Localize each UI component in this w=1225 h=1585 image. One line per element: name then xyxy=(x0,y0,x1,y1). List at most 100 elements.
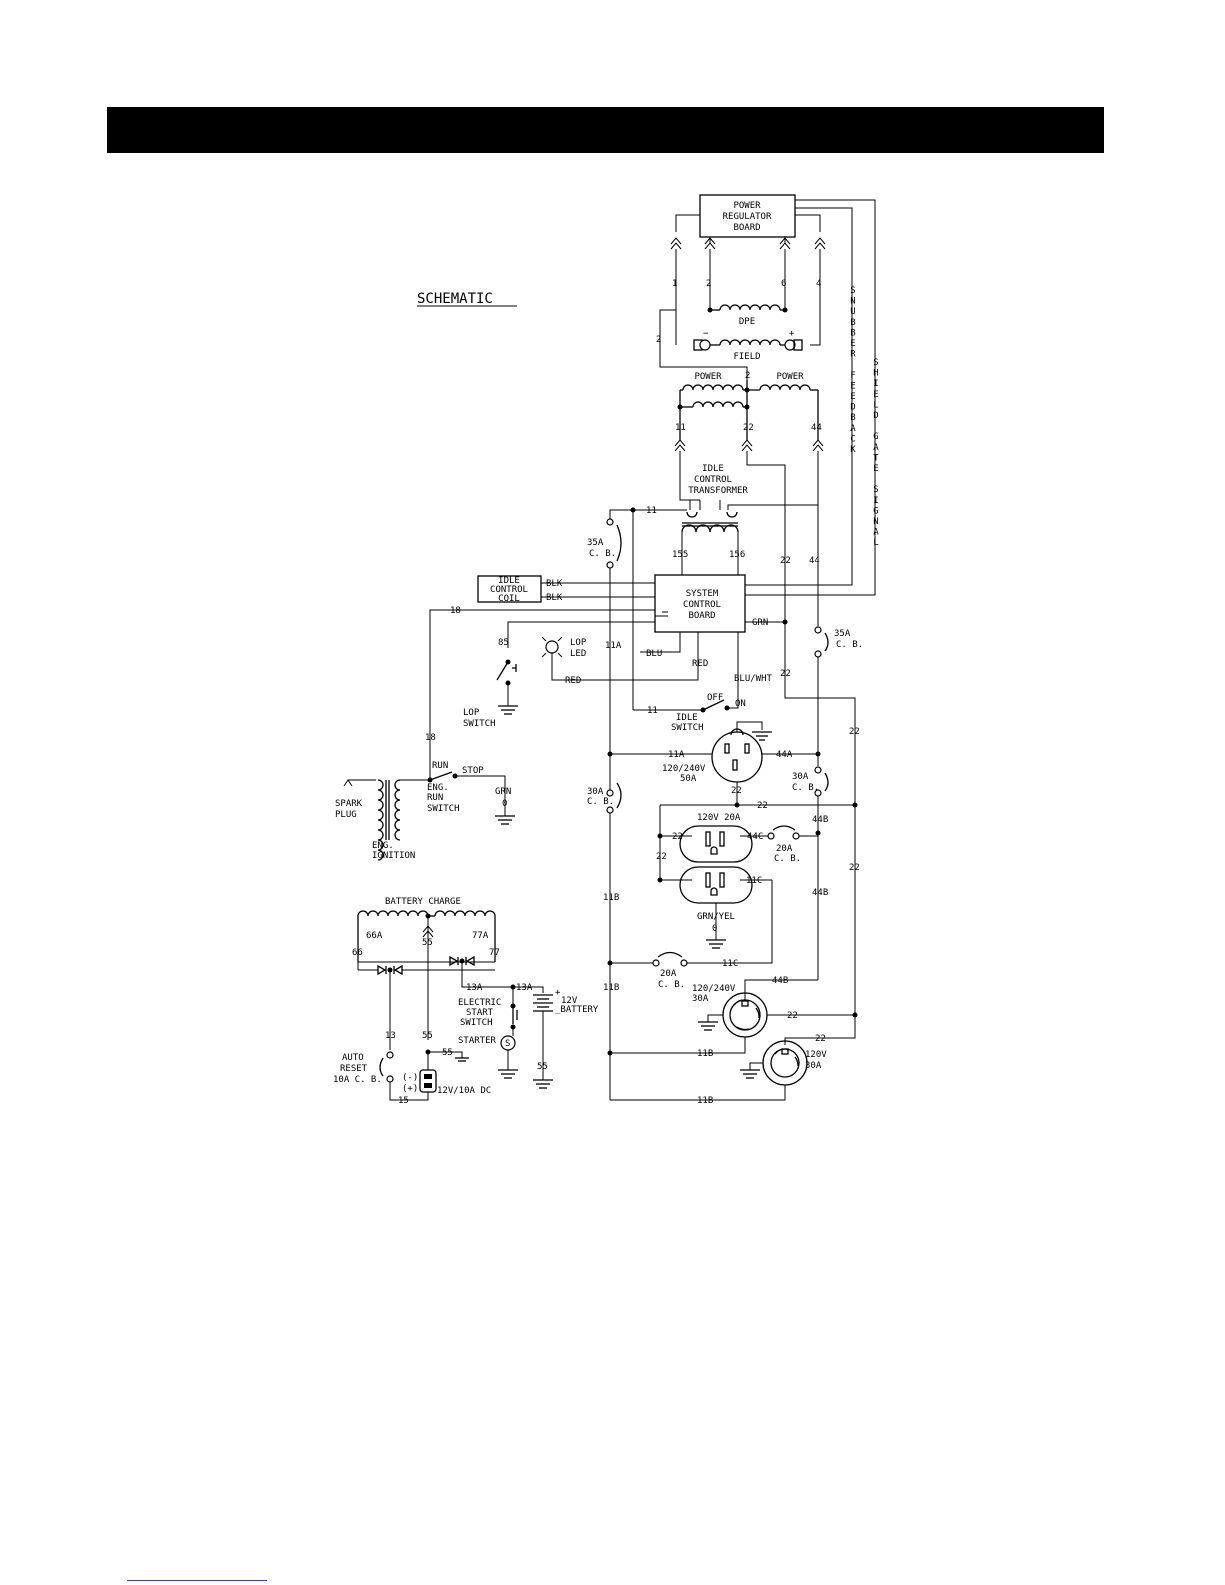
svg-text:BATTERY CHARGE: BATTERY CHARGE xyxy=(385,897,461,907)
svg-text:66A: 66A xyxy=(366,931,383,941)
svg-text:22: 22 xyxy=(731,786,742,796)
svg-text:13: 13 xyxy=(385,1031,396,1041)
circuit-breaker-30a-left xyxy=(606,782,622,814)
svg-text:30A: 30A xyxy=(805,1061,822,1071)
vertical-label-letter: L xyxy=(873,400,878,410)
svg-text:POWER: POWER xyxy=(733,201,761,211)
svg-text:11A: 11A xyxy=(605,641,622,651)
svg-text:CONTROL: CONTROL xyxy=(683,600,721,610)
svg-text:22: 22 xyxy=(849,727,860,737)
svg-text:OFF: OFF xyxy=(707,693,723,703)
dpe-coil xyxy=(707,304,788,313)
svg-text:C. B.: C. B. xyxy=(589,549,616,559)
svg-text:STARTER: STARTER xyxy=(458,1036,497,1046)
circuit-breaker-35a-left xyxy=(606,518,622,569)
svg-text:120/240V: 120/240V xyxy=(662,764,706,774)
receptacle-120-240v-50a xyxy=(711,721,772,783)
svg-text:22: 22 xyxy=(849,863,860,873)
svg-text:85: 85 xyxy=(498,638,509,648)
vertical-label-letter: I xyxy=(873,379,878,389)
svg-text:GRN: GRN xyxy=(752,618,768,628)
vertical-label-letter: T xyxy=(873,453,879,463)
svg-text:START: START xyxy=(466,1008,494,1018)
vertical-label-letter: B xyxy=(850,318,855,328)
svg-text:30A: 30A xyxy=(692,994,709,1004)
svg-text:22: 22 xyxy=(787,1011,798,1021)
svg-text:11: 11 xyxy=(647,706,658,716)
svg-text:120/240V: 120/240V xyxy=(692,984,736,994)
svg-text:11A: 11A xyxy=(668,750,685,760)
svg-text:+: + xyxy=(789,329,795,339)
svg-text:−: − xyxy=(703,329,709,339)
engine-run-switch xyxy=(427,771,458,783)
svg-text:ENG.: ENG. xyxy=(372,841,394,851)
auto-reset-circuit-breaker xyxy=(379,1051,394,1083)
svg-text:10A C. B.: 10A C. B. xyxy=(333,1075,382,1085)
system-control-board xyxy=(654,574,746,633)
svg-text:C. B.: C. B. xyxy=(836,640,863,650)
svg-text:30A: 30A xyxy=(792,772,809,782)
svg-text:ELECTRIC: ELECTRIC xyxy=(458,998,501,1008)
svg-text:(-): (-) xyxy=(402,1073,418,1083)
svg-text:REGULATOR: REGULATOR xyxy=(723,212,772,222)
vertical-label-letter: S xyxy=(850,286,855,296)
circuit-breaker-30a-right xyxy=(814,766,829,797)
svg-text:2: 2 xyxy=(745,371,750,381)
svg-text:ON: ON xyxy=(735,699,746,709)
vertical-label-letter: H xyxy=(873,369,878,379)
svg-text:18: 18 xyxy=(450,606,461,616)
svg-text:IDLE: IDLE xyxy=(676,713,698,723)
svg-text:22: 22 xyxy=(743,423,754,433)
power-regulator-board xyxy=(699,194,796,238)
svg-text:11: 11 xyxy=(675,423,686,433)
vertical-label-letter: E xyxy=(850,339,855,349)
svg-text:156: 156 xyxy=(729,550,745,560)
svg-text:C. B.: C. B. xyxy=(658,980,685,990)
vertical-label-letter: L xyxy=(873,538,878,548)
svg-text:ENG.: ENG. xyxy=(427,783,449,793)
svg-text:RED: RED xyxy=(692,659,708,669)
vertical-label-letter: S xyxy=(873,358,878,368)
svg-text:12V/10A DC: 12V/10A DC xyxy=(437,1086,491,1096)
svg-text:TRANSFORMER: TRANSFORMER xyxy=(688,486,748,496)
svg-text:11B: 11B xyxy=(603,893,619,903)
vertical-label-letter: G xyxy=(873,432,878,442)
svg-text:120V: 120V xyxy=(805,1050,827,1060)
svg-text:FIELD: FIELD xyxy=(733,352,760,362)
svg-text:BOARD: BOARD xyxy=(733,223,760,233)
vertical-label-letter: F xyxy=(850,371,855,381)
svg-text:(+): (+) xyxy=(402,1084,418,1094)
svg-text:77A: 77A xyxy=(472,931,489,941)
svg-text:77: 77 xyxy=(489,948,500,958)
svg-text:44B: 44B xyxy=(772,976,788,986)
receptacle-120v-20a-duplex xyxy=(679,825,753,904)
vertical-label-letter: R xyxy=(850,350,856,360)
svg-text:13A: 13A xyxy=(516,983,533,993)
svg-text:66: 66 xyxy=(352,948,363,958)
svg-text:20A: 20A xyxy=(660,969,677,979)
svg-text:22: 22 xyxy=(780,669,791,679)
svg-text:15: 15 xyxy=(398,1096,409,1106)
svg-text:S: S xyxy=(505,1039,510,1049)
svg-text:55: 55 xyxy=(442,1048,453,1058)
svg-text:44: 44 xyxy=(811,423,822,433)
vertical-label-letter: U xyxy=(850,307,855,317)
vertical-label-letter: A xyxy=(850,424,856,434)
svg-text:11: 11 xyxy=(646,506,657,516)
circuit-breaker-35a-right xyxy=(814,626,829,658)
svg-text:STOP: STOP xyxy=(462,766,484,776)
svg-text:POWER: POWER xyxy=(776,372,804,382)
svg-text:LOP: LOP xyxy=(570,638,587,648)
circuit-breaker-20a-bottom xyxy=(652,951,688,967)
vertical-label-letter: N xyxy=(873,517,878,527)
svg-text:RUN: RUN xyxy=(432,761,448,771)
svg-text:18: 18 xyxy=(425,733,436,743)
svg-text:30A: 30A xyxy=(587,787,604,797)
svg-text:55: 55 xyxy=(422,938,433,948)
svg-text:155: 155 xyxy=(672,550,688,560)
svg-text:_BATTERY: _BATTERY xyxy=(555,1005,599,1015)
field-coil xyxy=(693,339,803,351)
svg-text:BOARD: BOARD xyxy=(688,611,715,621)
